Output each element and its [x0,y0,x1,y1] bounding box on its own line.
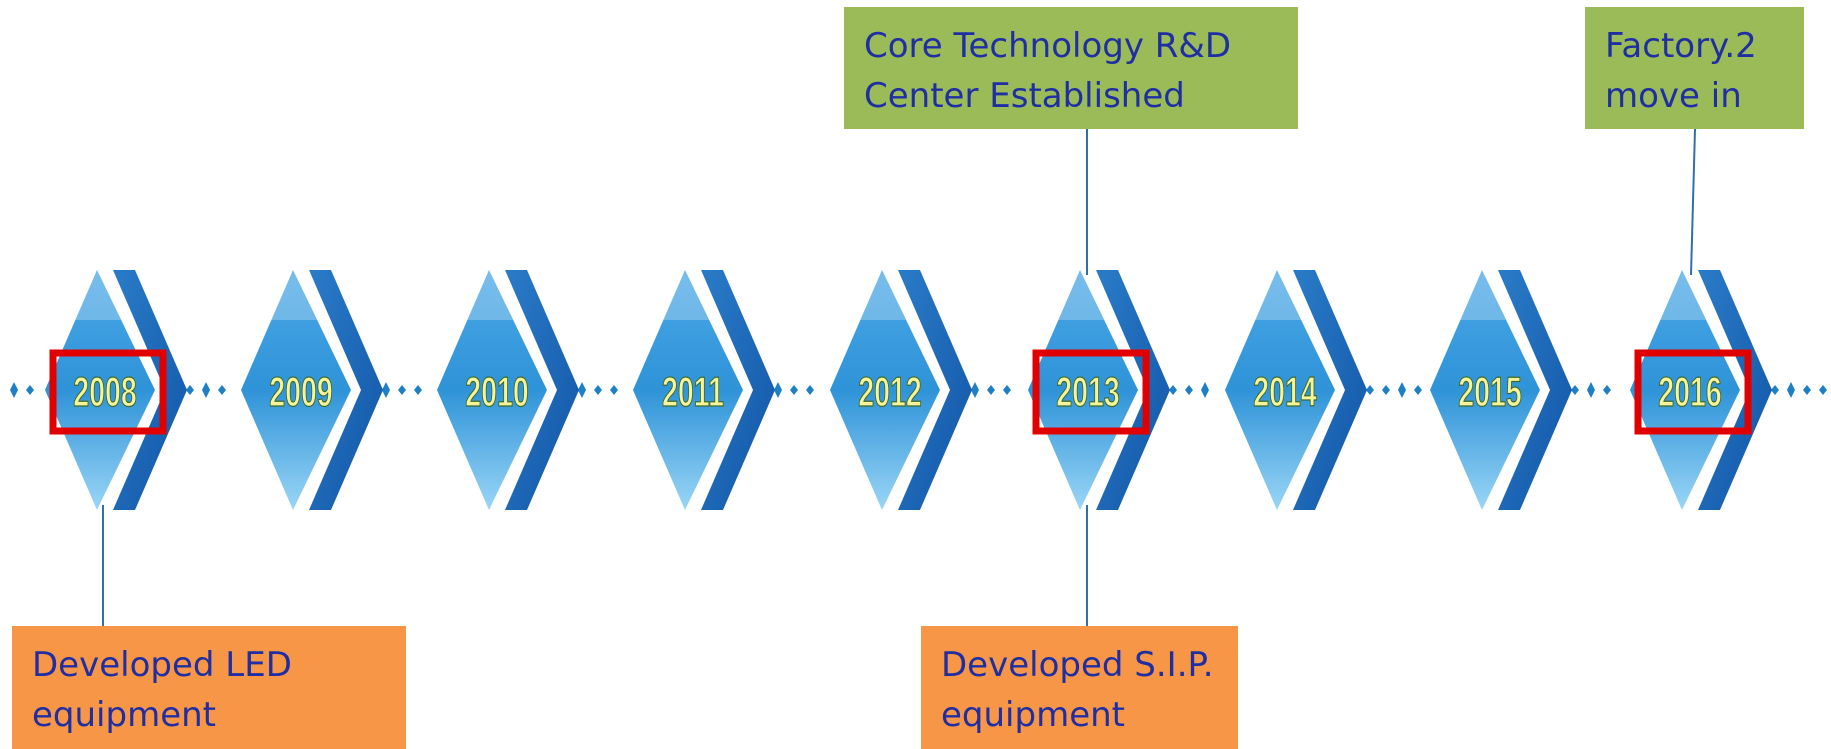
year-marker-2014: 2014 [1225,270,1367,510]
diamond-shine [71,270,121,320]
timeline-dot [26,385,34,395]
timeline-dot [610,385,618,395]
diamond-shine [463,270,513,320]
year-marker-2009: 2009 [241,270,383,510]
timeline-dot [1414,385,1422,395]
callout-factory2-move-in: Factory.2 move in [1585,7,1804,129]
timeline-dot [1819,385,1827,395]
timeline-dot [1382,385,1390,395]
timeline-dot [1571,385,1579,395]
timeline-dot [186,385,194,395]
callout-rd-center-established: Core Technology R&D Center Established [844,7,1298,129]
diamond-shine [659,270,709,320]
timeline-dot [594,385,602,395]
year-marker-2016: 2016 [1630,270,1772,510]
diamond-side [1293,270,1367,510]
timeline-dot [1201,382,1209,398]
diamond-face [1630,270,1740,510]
year-label: 2013 [1056,367,1120,415]
diamond-side [1698,270,1772,510]
year-marker-2011: 2011 [633,270,775,510]
diamond-side [701,270,775,510]
timeline-dot [382,382,390,398]
diamond-face [1225,270,1335,510]
diamond-face [45,270,155,510]
year-label: 2014 [1253,367,1317,415]
diamond-face [241,270,351,510]
timeline-dot [1003,385,1011,395]
diamond-side [1498,270,1572,510]
diamond-face [633,270,743,510]
timeline-dot [414,385,422,395]
timeline-dot [806,385,814,395]
year-marker-2012: 2012 [830,270,972,510]
timeline-dot [774,382,782,398]
timeline-dot [1587,382,1595,398]
diamond-side [309,270,383,510]
year-label: 2009 [269,367,333,415]
connector-factory2 [1690,128,1696,276]
highlight-box-2016 [1634,349,1752,435]
diamond-face [1430,270,1540,510]
timeline-dot [1366,385,1374,395]
year-label: 2012 [858,367,922,415]
year-marker-2013: 2013 [1028,270,1170,510]
timeline-dot [987,385,995,395]
diamond-shine [1656,270,1706,320]
callout-line: Factory.2 [1605,26,1757,66]
timeline-dot [578,382,586,398]
diamond-shine [1054,270,1104,320]
timeline-dot [1803,385,1811,395]
timeline-dot [10,382,18,398]
year-label: 2015 [1458,367,1522,415]
year-label: 2010 [465,367,529,415]
timeline-dot [790,385,798,395]
year-label: 2011 [662,367,724,415]
diamond-side [505,270,579,510]
highlight-box-2013 [1032,349,1150,435]
diamond-side [1096,270,1170,510]
year-marker-2015: 2015 [1430,270,1572,510]
callout-line: move in [1605,76,1742,116]
diamond-shine [1251,270,1301,320]
callout-line: Developed S.I.P. [941,645,1214,685]
callout-line: equipment [32,695,216,735]
highlight-box-2008 [49,349,167,435]
diamond-shine [856,270,906,320]
timeline-dot [1771,385,1779,395]
timeline-dot [1169,385,1177,395]
callout-developed-led-equipment: Developed LED equipment [12,626,406,749]
diamond-face [1028,270,1138,510]
timeline-dot [218,385,226,395]
year-marker-2008: 2008 [45,270,187,510]
timeline-dot [1398,382,1406,398]
diamond-shine [1456,270,1506,320]
diamond-side [898,270,972,510]
timeline-dot [398,385,406,395]
year-label: 2016 [1658,367,1722,415]
diamond-face [830,270,940,510]
timeline-dot [971,382,979,398]
diamond-shine [267,270,317,320]
callout-line: Core Technology R&D [864,26,1232,66]
callout-developed-sip-equipment: Developed S.I.P. equipment [921,626,1238,749]
year-label: 2008 [73,367,137,415]
callout-line: Center Established [864,76,1185,116]
year-marker-2010: 2010 [437,270,579,510]
year-markers: 2008 2009 2010 2011 2012 2013 2014 2015 2016 [45,270,1772,510]
highlight-boxes [49,349,1752,435]
diamond-side [113,270,187,510]
callout-line: equipment [941,695,1125,735]
connector-lines [102,128,1696,626]
timeline-dot [1787,382,1795,398]
timeline-dot [1603,385,1611,395]
timeline-dot [1185,385,1193,395]
timeline-dot [202,382,210,398]
diamond-face [437,270,547,510]
callout-line: Developed LED [32,645,292,685]
